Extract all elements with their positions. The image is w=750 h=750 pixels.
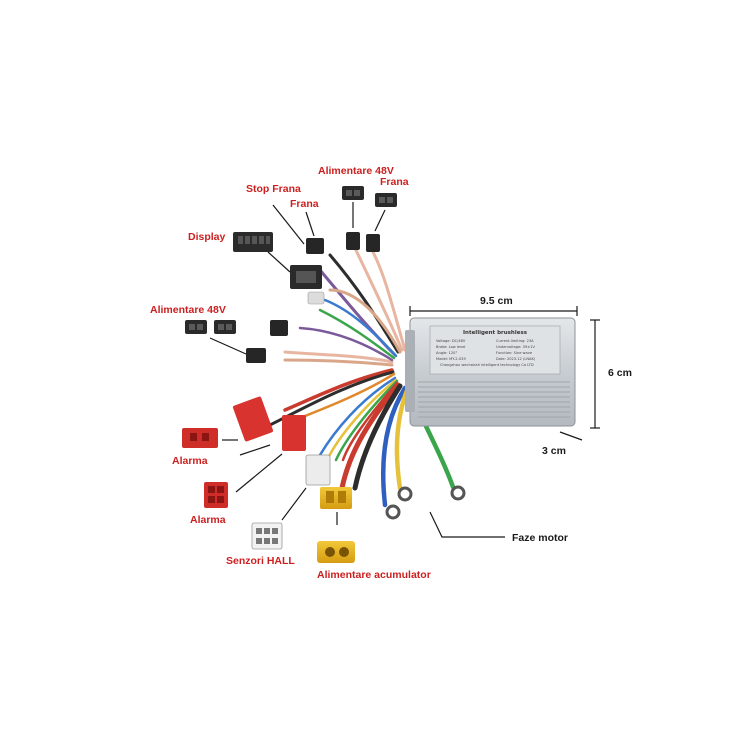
connector-display-icon [233, 232, 273, 252]
label-alimentare-acumulator: Alimentare acumulator [317, 569, 431, 581]
leader-lines [209, 202, 600, 538]
label-alimentare-48v-top: Alimentare 48V [318, 165, 394, 177]
plate-maker: Changzhou wechairah intelligent technolo… [440, 363, 534, 367]
label-display: Display [188, 231, 226, 243]
connector-hall-icon [251, 522, 283, 550]
plate-title: Intelligent brushless [462, 330, 528, 336]
label-alarma-1: Alarma [172, 455, 208, 467]
plug-frana-top [366, 234, 380, 252]
label-stop-frana: Stop Frana [246, 183, 301, 195]
plug-display-face [296, 271, 316, 283]
plug-48v-left-a [270, 320, 288, 336]
connector-48v-top-icon [342, 186, 364, 200]
connector-48v-left-icon [185, 320, 236, 334]
plate-angle: Angle: 120° [436, 351, 458, 355]
label-frana-mid: Frana [290, 198, 319, 210]
controller-nameplate: Intelligent brushless Voltage: DC/48V Cu… [430, 326, 560, 374]
plate-current: Current-limiting: 23A [496, 339, 534, 343]
plate-undervoltage: Undervoltage: 39±1V [496, 345, 535, 349]
plate-function: Function: Sine wave [496, 351, 533, 355]
plate-date: Date: 2023.12 (LNAK) [496, 357, 536, 361]
plug-alarm-red-b [282, 415, 306, 451]
label-faze-motor: Faze motor [512, 532, 569, 544]
controller-box [405, 317, 576, 427]
plug-hall-white [305, 454, 331, 486]
plate-brake: Brake: Low level [436, 345, 466, 349]
plug-alarm-red-a [232, 396, 274, 442]
connector-battery-icon [317, 541, 355, 563]
connector-alarma-icon-2 [204, 482, 228, 508]
label-depth-dimension: 3 cm [542, 445, 566, 457]
wire-bundle [268, 246, 456, 508]
label-width-dimension: 9.5 cm [480, 295, 513, 307]
connector-frana-top-icon [375, 193, 397, 207]
plug-harness-white [307, 291, 325, 305]
label-senzori-hall: Senzori HALL [226, 555, 295, 567]
plug-48v-left-b [246, 348, 266, 363]
label-alimentare-48v-left: Alimentare 48V [150, 304, 226, 316]
plug-48v-top [346, 232, 360, 250]
label-height-dimension: 6 cm [608, 367, 632, 379]
plug-stop-frana [306, 238, 324, 254]
motor-phase-terminals [385, 485, 466, 520]
plug-battery-xt [320, 487, 352, 509]
label-alarma-2: Alarma [190, 514, 226, 526]
label-frana-top: Frana [380, 176, 409, 188]
plate-model: Model: MY-2-039 [436, 357, 466, 361]
connector-alarma-icon-1 [182, 428, 218, 448]
plate-voltage: Voltage: DC/48V [436, 339, 466, 343]
